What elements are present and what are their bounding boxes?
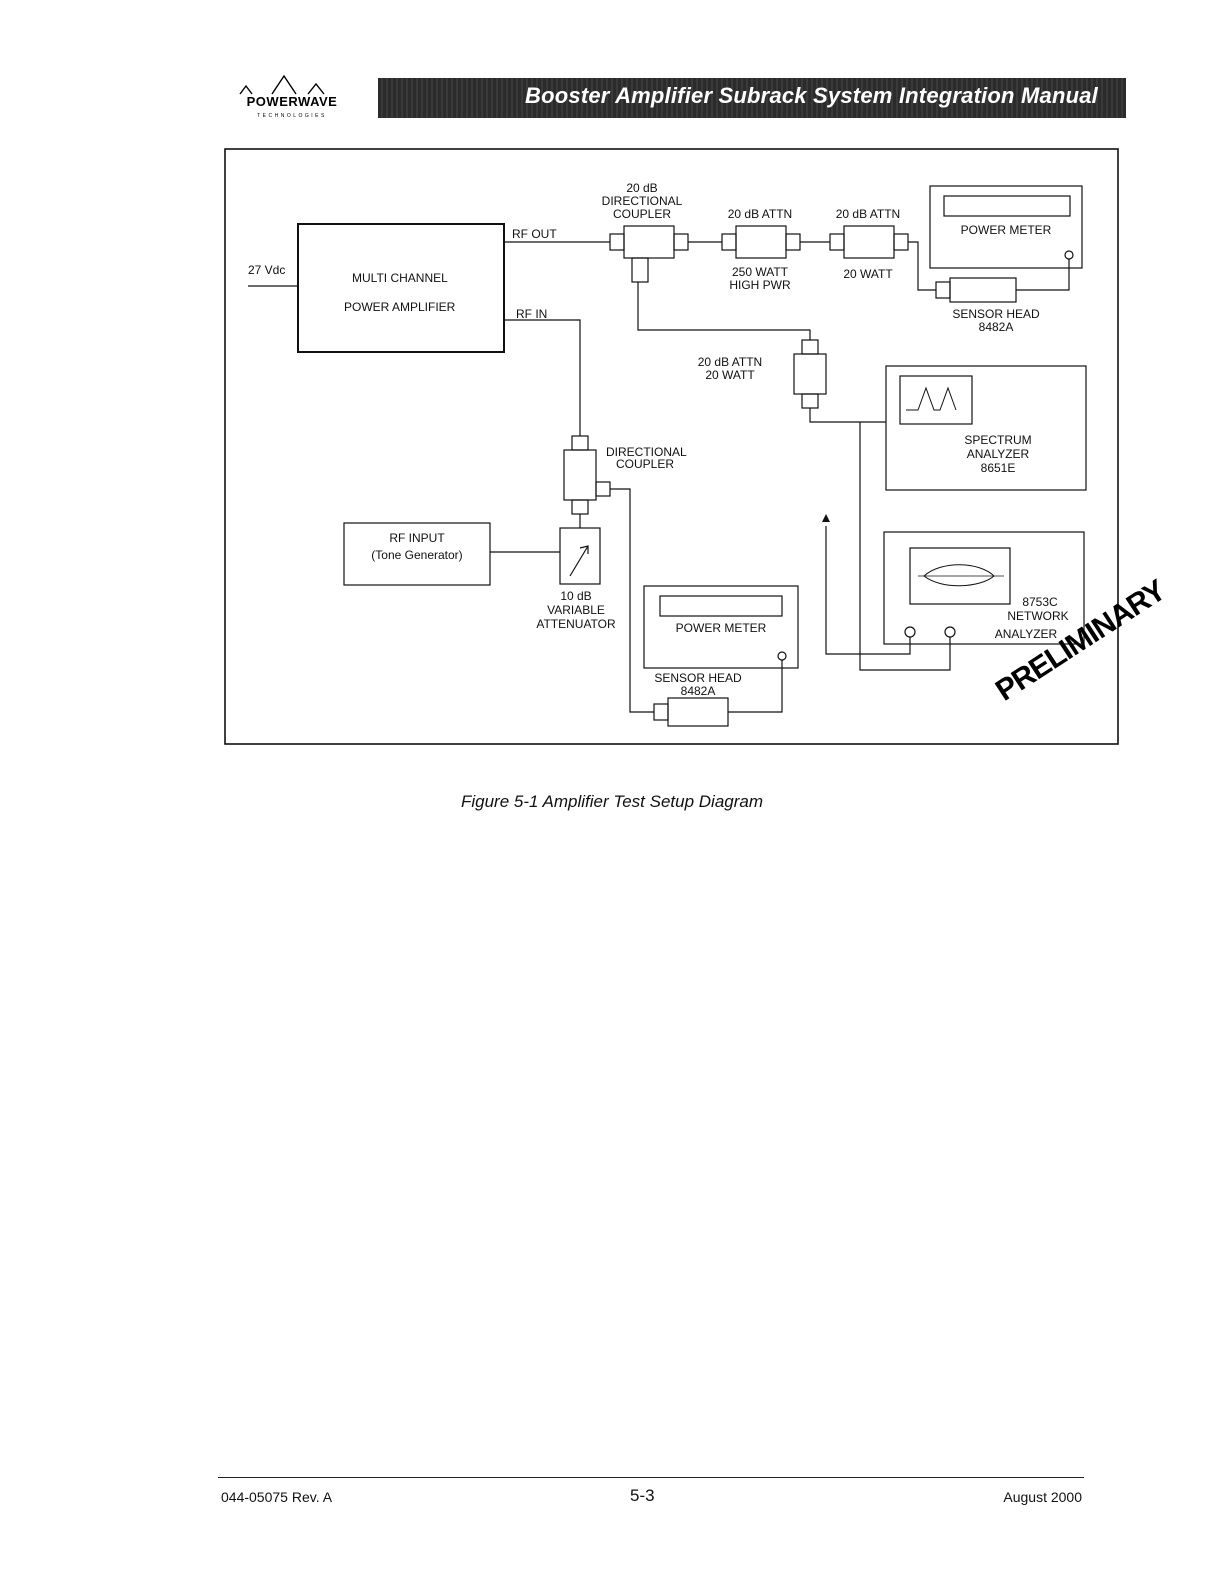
network-line-1: 8753C <box>1022 595 1058 609</box>
power-meter-bottom-label: POWER METER <box>676 621 767 635</box>
amp-label-1: MULTI CHANNEL <box>352 271 448 285</box>
attn2-box <box>843 225 895 259</box>
sensor-head-bottom-line-2: 8482A <box>681 684 716 698</box>
power-meter-bottom-display <box>659 595 783 617</box>
attn3-line-1: 20 dB ATTN <box>698 355 762 369</box>
rf-out-label: RF OUT <box>512 227 557 241</box>
manual-title: Booster Amplifier Subrack System Integra… <box>525 83 1098 108</box>
attn1-box <box>735 225 787 259</box>
sensor-head-bottom <box>667 697 729 727</box>
logo-text: POWERWAVE <box>247 94 338 109</box>
attn3-box <box>793 353 827 395</box>
variable-attn-line-2: VARIABLE <box>547 603 605 617</box>
tone-generator-line-2: (Tone Generator) <box>371 548 462 562</box>
variable-attn-line-3: ATTENUATOR <box>536 617 616 631</box>
bottom-coupler-line-2: COUPLER <box>616 457 674 471</box>
rf-in-label: RF IN <box>516 307 547 321</box>
attn2-bottom-label: 20 WATT <box>843 267 893 281</box>
network-analyzer <box>883 531 1085 645</box>
figure-frame <box>224 148 1119 745</box>
diagram-svg: 27 Vdc MULTI CHANNEL POWER AMPLIFIER RF … <box>224 148 1119 745</box>
sensor-head-top-line-2: 8482A <box>979 320 1014 334</box>
attn3-line-2: 20 WATT <box>705 368 755 382</box>
bottom-coupler-box <box>563 449 597 501</box>
amp-label-2: POWER AMPLIFIER <box>344 300 456 314</box>
test-setup-diagram: 27 Vdc MULTI CHANNEL POWER AMPLIFIER RF … <box>224 148 1120 746</box>
bottom-coupler-line-1: DIRECTIONAL <box>606 445 687 459</box>
tone-generator-line-1: RF INPUT <box>389 531 445 545</box>
amplifier-box <box>297 223 505 353</box>
power-meter-top-display <box>943 195 1071 217</box>
power-meter-bottom <box>643 585 799 669</box>
variable-attn-line-1: 10 dB <box>560 589 591 603</box>
network-line-3: ANALYZER <box>995 627 1058 641</box>
document-number: 044-05075 Rev. A <box>221 1489 333 1505</box>
coupler-top-line-3: COUPLER <box>613 207 671 221</box>
logo-subtext: TECHNOLOGIES <box>257 113 327 119</box>
attn1-bottom-line-1: 250 WATT <box>732 265 789 279</box>
network-screen <box>909 547 1011 605</box>
page-number: 5-3 <box>630 1486 655 1505</box>
attn1-bottom-line-2: HIGH PWR <box>729 278 791 292</box>
spectrum-line-2: ANALYZER <box>967 447 1030 461</box>
sensor-head-top <box>949 277 1017 303</box>
coupler-top-line-2: DIRECTIONAL <box>602 194 683 208</box>
variable-attenuator-box <box>559 527 601 585</box>
header-bar: Booster Amplifier Subrack System Integra… <box>378 78 1126 118</box>
power-meter-top-label: POWER METER <box>961 223 1052 237</box>
coupler-top-line-1: 20 dB <box>626 181 657 195</box>
attn1-top-label: 20 dB ATTN <box>728 207 792 221</box>
footer-rule <box>218 1477 1084 1478</box>
top-coupler-box <box>623 225 675 259</box>
sensor-head-top-line-1: SENSOR HEAD <box>952 307 1040 321</box>
spectrum-line-1: SPECTRUM <box>964 433 1031 447</box>
power-meter-top <box>929 185 1083 269</box>
document-date: August 2000 <box>1003 1489 1082 1505</box>
supply-label: 27 Vdc <box>248 263 285 277</box>
powerwave-logo: POWERWAVE TECHNOLOGIES <box>232 72 352 120</box>
sensor-head-bottom-line-1: SENSOR HEAD <box>654 671 742 685</box>
network-line-2: NETWORK <box>1007 609 1068 623</box>
spectrum-analyzer <box>885 365 1087 491</box>
tone-generator-box <box>343 522 491 586</box>
spectrum-screen <box>899 375 973 425</box>
figure-caption: Figure 5-1 Amplifier Test Setup Diagram <box>460 792 764 811</box>
spectrum-line-3: 8651E <box>981 461 1016 475</box>
attn2-top-label: 20 dB ATTN <box>836 207 900 221</box>
